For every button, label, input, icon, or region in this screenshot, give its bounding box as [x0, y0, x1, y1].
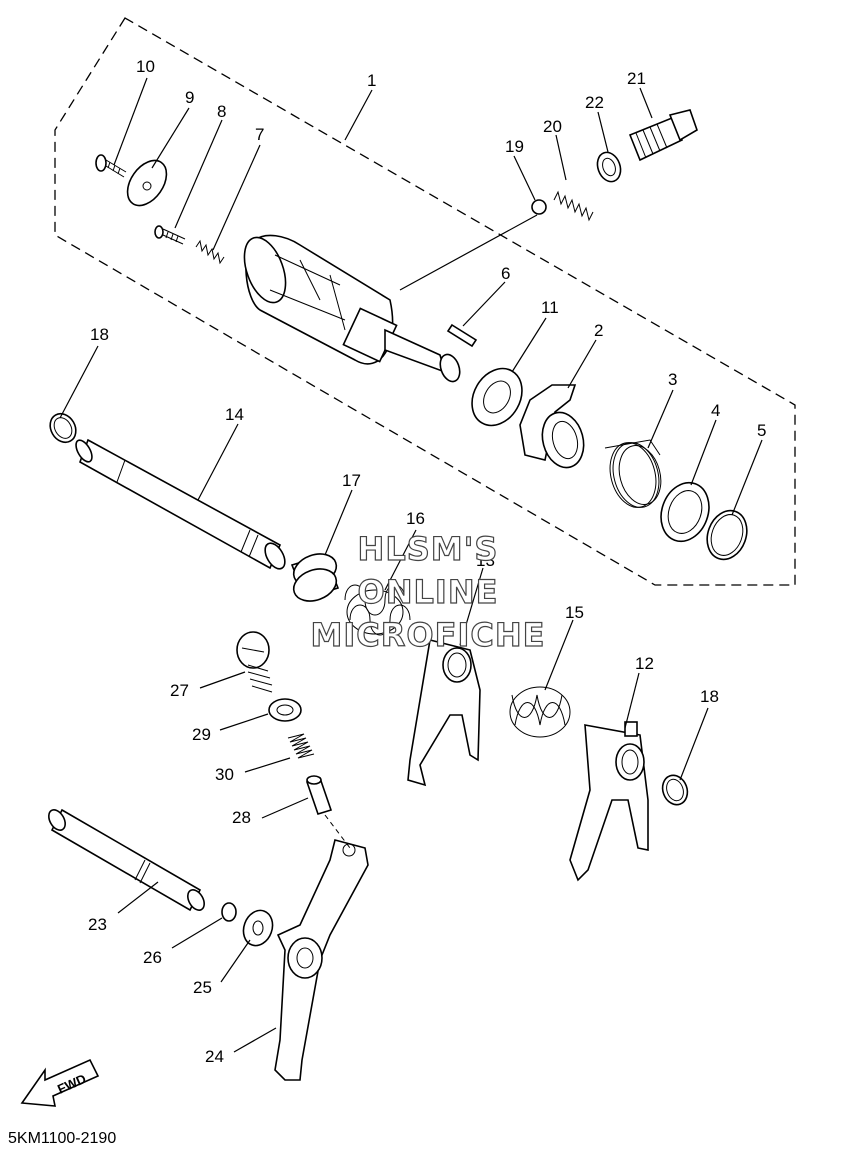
callout-10: 10: [136, 57, 155, 76]
watermark-line-3: MICROFICHE: [311, 616, 546, 654]
callout-22: 22: [585, 93, 604, 112]
callout-30: 30: [215, 765, 234, 784]
callout-3: 3: [668, 370, 677, 389]
callout-19: 19: [505, 137, 524, 156]
callout-7: 7: [255, 125, 264, 144]
callout-27: 27: [170, 681, 189, 700]
spring-30[interactable]: [287, 733, 315, 759]
watermark-line-2: ONLINE: [358, 573, 499, 611]
assembly-link-dashed: [324, 814, 351, 849]
pin-28[interactable]: [305, 775, 333, 815]
circlip-18-left[interactable]: [45, 409, 81, 447]
collar-17[interactable]: [289, 548, 341, 606]
shift-drum[interactable]: [236, 232, 463, 384]
callout-23: 23: [88, 915, 107, 934]
ball-19[interactable]: [531, 199, 547, 215]
pin-8[interactable]: [154, 225, 186, 245]
assembly-boundary-dashed: [54, 17, 796, 586]
watermark: HLSM'S ONLINE MICROFICHE: [310, 529, 546, 654]
callout-14: 14: [225, 405, 244, 424]
washer-25[interactable]: [239, 906, 278, 949]
plug-21[interactable]: [628, 109, 698, 162]
callout-12: 12: [635, 654, 654, 673]
callout-4: 4: [711, 401, 720, 420]
shaft-23[interactable]: [45, 807, 207, 913]
shift-arm-24[interactable]: [274, 839, 369, 1081]
callout-13: 13: [476, 551, 495, 570]
callout-6: 6: [501, 264, 510, 283]
circlip-18-right[interactable]: [659, 772, 692, 808]
callout-29: 29: [192, 725, 211, 744]
callout-2: 2: [594, 321, 603, 340]
shaft-14[interactable]: [73, 438, 289, 573]
fork-13[interactable]: [407, 639, 481, 787]
callout-18-right: 18: [700, 687, 719, 706]
spring-7[interactable]: [195, 239, 225, 265]
callout-1: 1: [367, 71, 376, 90]
callout-25: 25: [193, 978, 212, 997]
watermark-line-1: HLSM'S: [358, 530, 499, 568]
leader-lines: [59, 77, 763, 1053]
spring-20[interactable]: [553, 190, 594, 222]
washer-4[interactable]: [653, 476, 717, 548]
callout-24: 24: [205, 1047, 224, 1066]
circlip-5[interactable]: [701, 505, 754, 565]
circlip-26[interactable]: [221, 902, 237, 922]
callout-16: 16: [406, 509, 425, 528]
callout-17: 17: [342, 471, 361, 490]
callout-15: 15: [565, 603, 584, 622]
screw-10[interactable]: [95, 154, 127, 178]
washer-22[interactable]: [594, 149, 625, 185]
fork-12[interactable]: [569, 721, 649, 882]
callout-11: 11: [541, 298, 559, 317]
spring-15[interactable]: [509, 686, 571, 738]
fwd-arrow-icon: FWD: [20, 1058, 100, 1107]
pin-6[interactable]: [446, 323, 478, 348]
plate-9[interactable]: [120, 153, 175, 212]
callout-26: 26: [143, 948, 162, 967]
bolt-27[interactable]: [236, 631, 273, 693]
callout-28: 28: [232, 808, 251, 827]
callout-20: 20: [543, 117, 562, 136]
spring-16[interactable]: [344, 584, 411, 636]
callout-8: 8: [217, 102, 226, 121]
callout-9: 9: [185, 88, 194, 107]
callout-18-left: 18: [90, 325, 109, 344]
callout-21: 21: [627, 69, 646, 88]
segment-2[interactable]: [519, 384, 590, 472]
washer-29[interactable]: [268, 698, 302, 722]
callout-5: 5: [757, 421, 766, 440]
torsion-spring-3[interactable]: [603, 437, 667, 512]
diagram-code: 5KM1100-2190: [8, 1130, 116, 1147]
